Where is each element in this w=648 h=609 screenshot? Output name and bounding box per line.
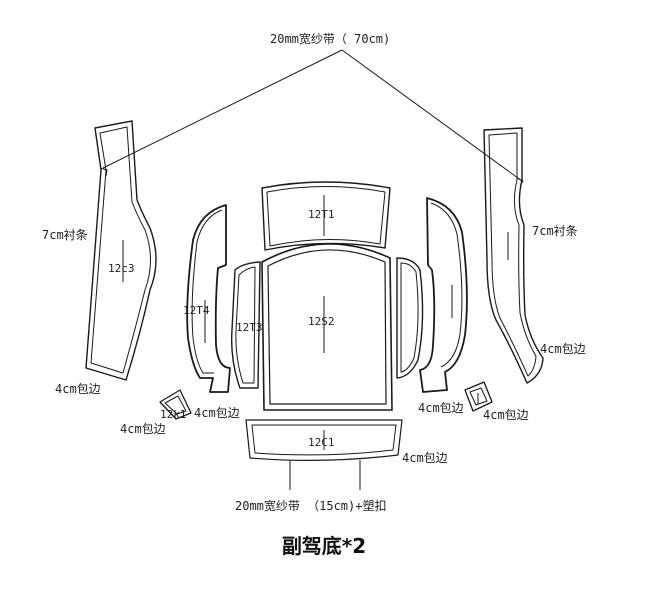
piece-12k1 — [159, 389, 192, 420]
diagram-title: 副驾底*2 — [281, 534, 367, 558]
hem-label-right-edge: 4cm包边 — [540, 342, 586, 356]
piece-id-12T4: 12T4 — [183, 304, 210, 317]
hem-label-right-small: 4cm包边 — [483, 408, 529, 422]
hem-label-left-bottom: 4cm包边 — [55, 382, 101, 396]
top-strap-label: 20mm宽纱带（ 70cm) — [270, 32, 391, 46]
bottom-strap-label: 20mm宽纱带 （15cm)+塑扣 — [235, 499, 387, 513]
piece-right-wing — [419, 197, 468, 393]
piece-id-12T3: 12T3 — [236, 321, 263, 334]
piece-id-12T1: 12T1 — [308, 208, 335, 221]
hem-label-right-piece: 4cm包边 — [402, 451, 448, 465]
piece-12c3 — [85, 120, 157, 381]
piece-12T1 — [261, 181, 391, 251]
piece-12T3 — [230, 261, 261, 389]
piece-12S2 — [261, 243, 393, 411]
lining-label-left: 7cm衬条 — [42, 228, 88, 242]
piece-right-small — [464, 381, 493, 412]
top-strap-lines — [102, 49, 523, 182]
piece-id-12c3: 12c3 — [108, 262, 135, 275]
lining-label-right: 7cm衬条 — [532, 224, 578, 238]
piece-right-long — [483, 127, 544, 384]
piece-id-12k1: 12k1 — [160, 408, 187, 421]
hem-label-left-small: 4cm包边 — [120, 422, 166, 436]
hem-label-t4: 4cm包边 — [194, 406, 240, 420]
piece-12T4 — [186, 204, 231, 393]
hem-label-center-right: 4cm包边 — [418, 401, 464, 415]
piece-id-12C1: 12C1 — [308, 436, 335, 449]
piece-id-12S2: 12S2 — [308, 315, 335, 328]
piece-12C1 — [245, 419, 403, 490]
piece-right-inner — [396, 257, 424, 379]
